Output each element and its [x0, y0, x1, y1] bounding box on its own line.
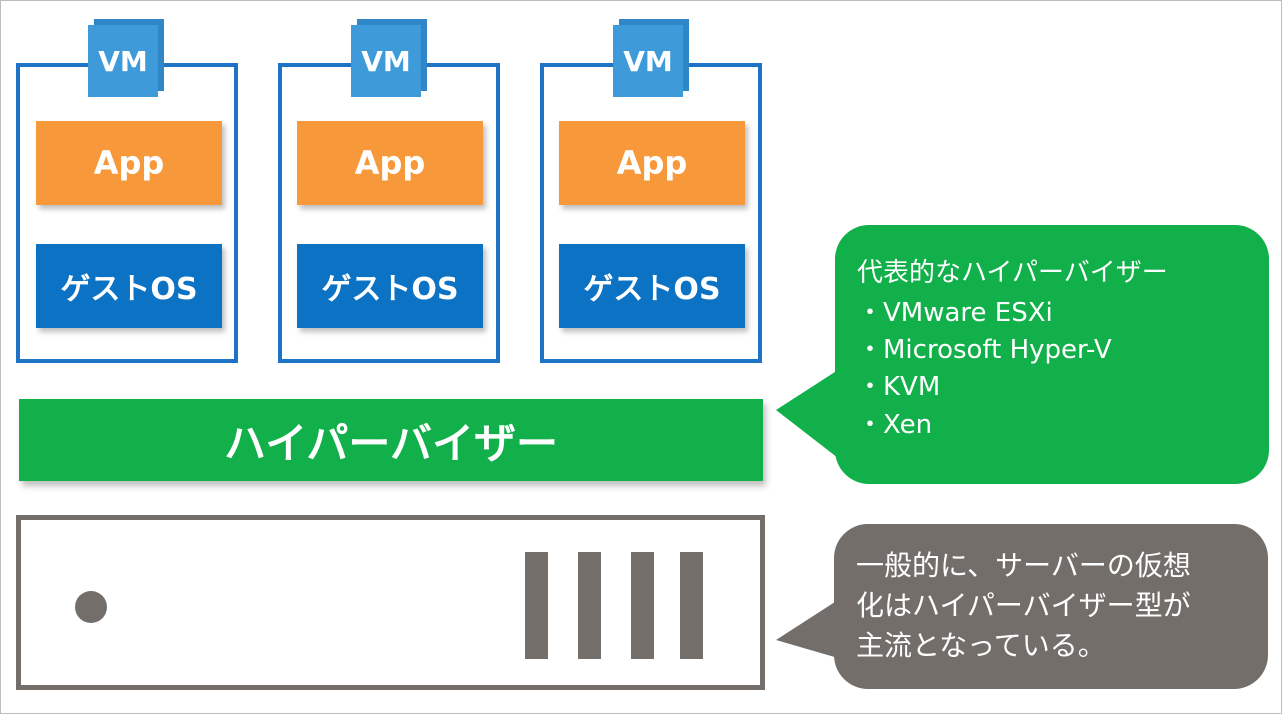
app-block-3: App [559, 121, 745, 205]
callout-item-xen: ・Xen [857, 410, 933, 440]
vm-tag-1: VM [88, 25, 158, 97]
server-power-led [75, 591, 107, 623]
callout-heading: 代表的なハイパーバイザー [857, 258, 1168, 288]
note-line-2: 化はハイパーバイザー型が [856, 589, 1191, 622]
server-hardware [16, 515, 765, 690]
note-callout-tail [776, 600, 838, 658]
hypervisor-callout-tail [776, 370, 838, 458]
note-line-1: 一般的に、サーバーの仮想 [856, 549, 1191, 582]
server-slot-4 [680, 552, 703, 659]
app-block-1: App [36, 121, 222, 205]
vm-tag-2: VM [351, 25, 421, 97]
server-slot-3 [631, 552, 654, 659]
app-block-2: App [297, 121, 483, 205]
guest-os-block-3: ゲストOS [559, 244, 745, 328]
guest-os-block-2: ゲストOS [297, 244, 483, 328]
note-line-3: 主流となっている。 [856, 629, 1106, 662]
hypervisor-examples-callout: 代表的なハイパーバイザー ・VMware ESXi ・Microsoft Hyp… [835, 225, 1269, 484]
vm-tag-3: VM [613, 25, 683, 97]
callout-item-vmware: ・VMware ESXi [857, 298, 1053, 328]
guest-os-block-1: ゲストOS [36, 244, 222, 328]
server-slot-2 [578, 552, 601, 659]
callout-item-kvm: ・KVM [857, 372, 941, 402]
callout-item-hyperv: ・Microsoft Hyper-V [857, 335, 1112, 365]
server-slot-1 [525, 552, 548, 659]
hypervisor-layer: ハイパーバイザー [19, 399, 763, 481]
note-callout: 一般的に、サーバーの仮想 化はハイパーバイザー型が 主流となっている。 [834, 524, 1268, 689]
